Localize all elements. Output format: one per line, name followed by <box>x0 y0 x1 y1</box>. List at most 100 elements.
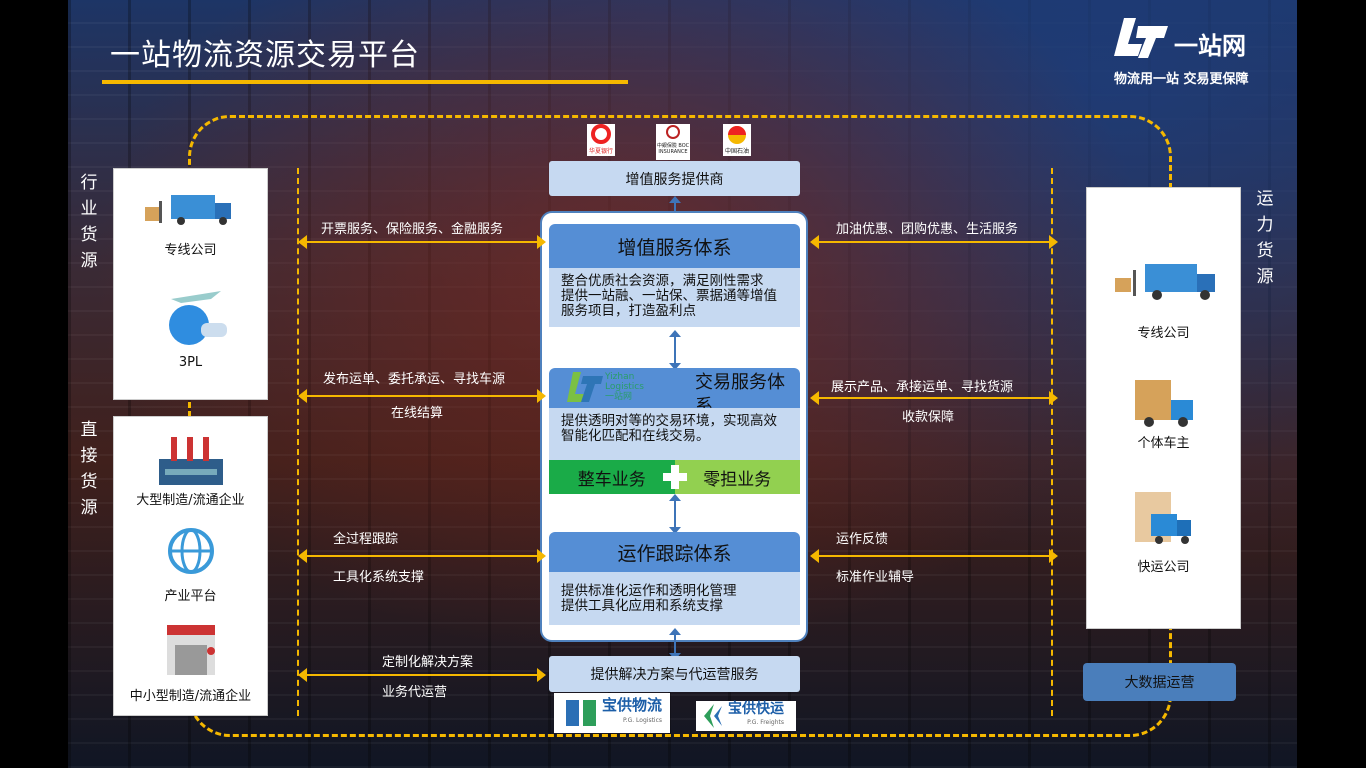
boc-logo-icon <box>666 125 680 139</box>
less-than-truckload-tab[interactable]: 零担业务 <box>674 460 800 494</box>
logo-text: Yizhan Logistics 一站网 <box>605 372 644 402</box>
truck-forklift-icon <box>1114 264 1215 300</box>
direct-source-box: 大型制造/流通企业 产业平台 中小型制造/流通企业 <box>113 416 268 716</box>
left-divider <box>297 168 299 716</box>
industry-source-box: 专线公司 3PL <box>113 168 268 400</box>
title-underline <box>102 80 628 84</box>
source-item: 个体车主 <box>1087 378 1240 451</box>
pg-logistics-mark-icon <box>566 700 596 726</box>
source-item: 3PL <box>114 287 267 370</box>
pg-logistics-logo: 宝供物流 P.G. Logistics <box>554 693 670 733</box>
pg-freights-mark-icon <box>704 704 722 728</box>
boc-insurance-logo: 中銀保險 BOC INSURANCE <box>656 124 690 160</box>
arrow-label: 全过程跟踪 <box>333 532 399 547</box>
source-item: 专线公司 <box>114 189 267 258</box>
arrow-label: 工具化系统支撑 <box>333 570 425 585</box>
arrow-label: 收款保障 <box>902 410 955 425</box>
logo-subtext: P.G. Logistics <box>623 717 663 724</box>
bidirectional-arrow <box>298 389 546 403</box>
ops-tracking-header: 运作跟踪体系 <box>549 532 800 572</box>
arrow-label: 加油优惠、团购优惠、生活服务 <box>836 222 1019 237</box>
capacity-source-label: 运力货源 <box>1256 189 1274 287</box>
logo-text: 中国石油 <box>724 148 749 155</box>
source-item: 专线公司 <box>1087 260 1240 341</box>
truck-forklift-icon <box>144 195 231 225</box>
logo-text: 华夏银行 <box>588 148 613 155</box>
bidirectional-arrow <box>298 668 546 682</box>
arrow-label: 定制化解决方案 <box>382 655 474 670</box>
source-item: 产业平台 <box>114 527 267 604</box>
bank-logo-icon <box>591 124 611 144</box>
bidirectional-arrow <box>669 628 681 660</box>
source-label: 产业平台 <box>164 589 217 604</box>
source-label: 中小型制造/流通企业 <box>129 689 252 704</box>
bidirectional-arrow <box>810 549 1058 563</box>
ops-tracking-body: 提供标准化运作和透明化管理 提供工具化应用和系统支撑 <box>549 572 800 625</box>
body-line: 服务项目，打造盈利点 <box>561 303 696 319</box>
brand-name: 一站网 <box>1174 32 1246 60</box>
arrow-label: 业务代运营 <box>382 685 448 700</box>
bidirectional-arrow <box>298 235 546 249</box>
source-item: 中小型制造/流通企业 <box>114 621 267 704</box>
hua-xia-bank-logo: 华夏银行 <box>587 124 615 156</box>
business-type-bar: 整车业务 零担业务 <box>549 460 800 494</box>
body-line: 提供工具化应用和系统支撑 <box>561 598 723 614</box>
body-line: 提供透明对等的交易环境，实现高效 <box>561 413 777 429</box>
bidirectional-arrow <box>810 235 1058 249</box>
petrochina-logo: 中国石油 <box>723 124 751 156</box>
logo-subtext: P.G. Freights <box>747 719 784 726</box>
pg-freights-logo: 宝供快运 P.G. Freights <box>696 701 796 731</box>
bidirectional-arrow <box>298 549 546 563</box>
source-label: 专线公司 <box>1137 326 1190 341</box>
big-data-button[interactable]: 大数据运营 <box>1083 663 1236 701</box>
source-item: 大型制造/流通企业 <box>114 431 267 508</box>
warehouse-icon <box>166 625 215 675</box>
yizhan-mark-icon <box>567 372 603 402</box>
trade-body: 提供透明对等的交易环境，实现高效 智能化匹配和在线交易。 <box>549 408 800 460</box>
body-line: 提供一站融、一站保、票据通等增值 <box>561 288 777 304</box>
arrow-label: 开票服务、保险服务、金融服务 <box>321 222 504 237</box>
source-label: 大型制造/流通企业 <box>136 493 245 508</box>
brand-logo: 一站网 物流用一站 交易更保障 <box>1114 18 1264 88</box>
slide: 一站物流资源交易平台 一站网 物流用一站 交易更保障 行业货源 直接货源 专线公… <box>68 0 1297 768</box>
arrow-label: 展示产品、承接运单、寻找货源 <box>831 380 1014 395</box>
small-truck-icon <box>1134 380 1193 427</box>
source-label: 3PL <box>178 355 203 370</box>
arrow-label: 在线结算 <box>391 406 444 421</box>
body-line: 整合优质社会资源，满足刚性需求 <box>561 273 764 289</box>
trade-header: Yizhan Logistics 一站网 交易服务体系 <box>549 368 800 408</box>
right-divider <box>1051 168 1053 716</box>
value-added-provider-box: 增值服务提供商 <box>549 161 800 196</box>
arrow-label: 发布运单、委托承运、寻找车源 <box>323 372 506 387</box>
brand-slogan: 物流用一站 交易更保障 <box>1114 72 1249 87</box>
arrow-label: 标准作业辅导 <box>836 570 915 585</box>
source-item: 快运公司 <box>1087 490 1240 575</box>
source-label: 专线公司 <box>164 243 217 258</box>
capacity-source-box: 专线公司 个体车主 快运公司 <box>1086 187 1241 629</box>
logo-text: 宝供快运 <box>728 701 784 717</box>
logo-text: 中銀保險 BOC INSURANCE <box>656 143 690 155</box>
bidirectional-arrow <box>810 391 1058 405</box>
bidirectional-arrow <box>669 494 681 534</box>
body-line: 智能化匹配和在线交易。 <box>561 428 710 444</box>
value-added-header: 增值服务体系 <box>549 224 800 268</box>
globe-icon <box>167 528 214 574</box>
logo-text: 宝供物流 <box>602 696 663 714</box>
bidirectional-arrow <box>669 330 681 370</box>
factory-icon <box>158 437 223 485</box>
source-label: 个体车主 <box>1137 436 1190 451</box>
globe-airplane-icon <box>168 291 227 345</box>
plus-icon <box>663 465 687 489</box>
value-added-body: 整合优质社会资源，满足刚性需求 提供一站融、一站保、票据通等增值 服务项目，打造… <box>549 268 800 327</box>
full-truckload-tab[interactable]: 整车业务 <box>549 460 675 494</box>
courier-truck-icon <box>1134 492 1191 544</box>
industry-source-label: 行业货源 <box>80 173 98 271</box>
yizhan-logistics-logo: Yizhan Logistics 一站网 <box>549 368 649 408</box>
brand-mark-icon <box>1114 18 1168 58</box>
trade-title: 交易服务体系 <box>695 372 785 408</box>
solution-service-box: 提供解决方案与代运营服务 <box>549 656 800 692</box>
direct-source-label: 直接货源 <box>80 420 98 518</box>
arrow-label: 运作反馈 <box>836 532 889 547</box>
body-line: 提供标准化运作和透明化管理 <box>561 583 737 599</box>
petrochina-logo-icon <box>728 126 746 144</box>
